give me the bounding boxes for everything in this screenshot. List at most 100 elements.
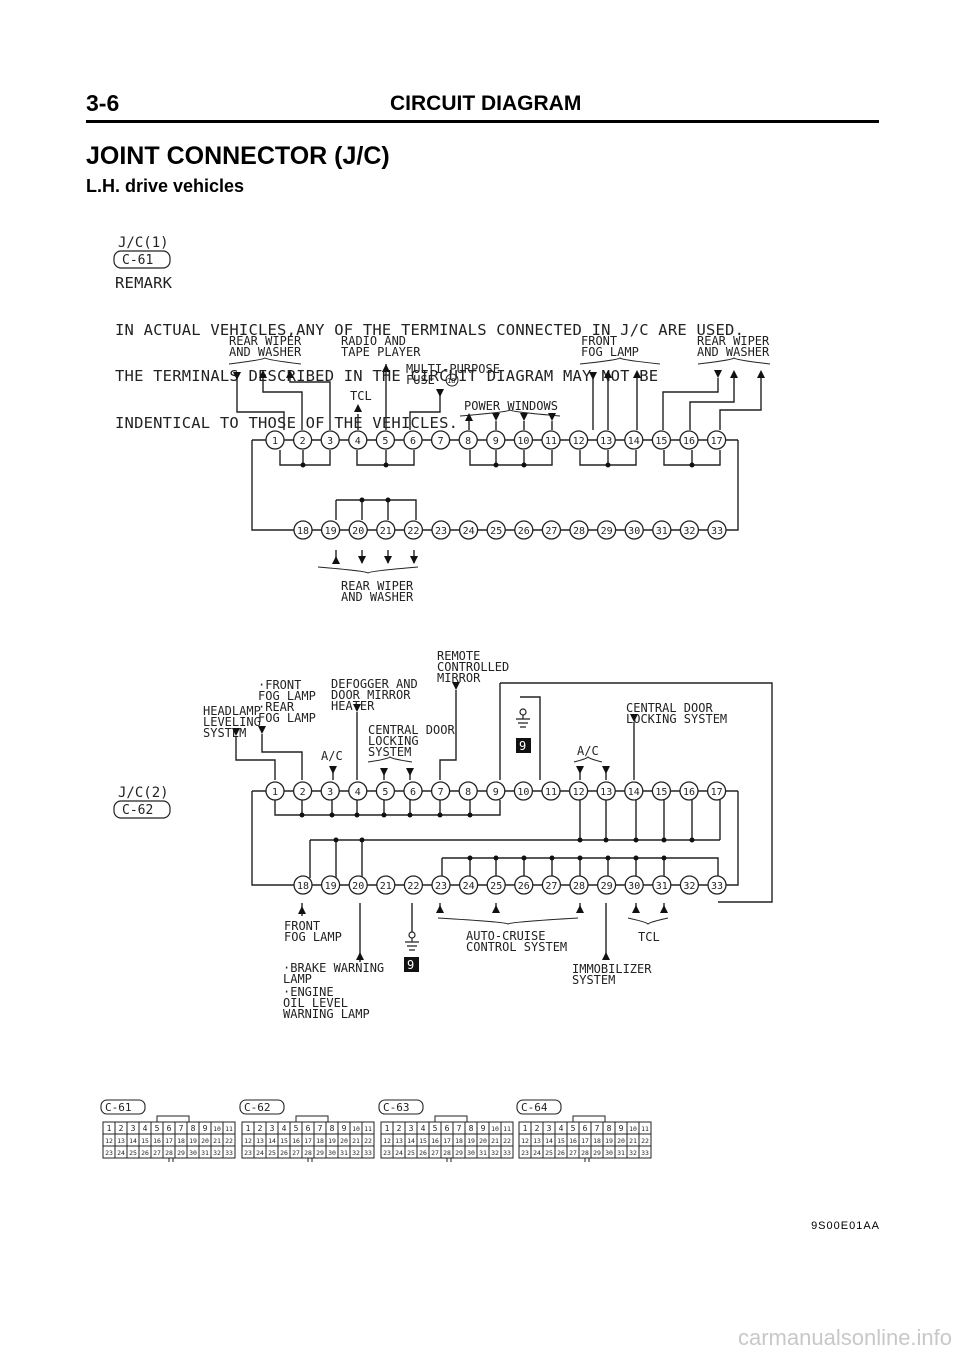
arrow-up-icon (604, 370, 612, 378)
terminal-pin (541, 520, 562, 540)
connector-pin-number: 17 (165, 1137, 173, 1145)
connector-pin-number: 15 (280, 1137, 288, 1145)
connector-pin-number: 14 (129, 1137, 137, 1145)
connector-pin-number: 30 (328, 1149, 336, 1157)
terminal-pin-number: 14 (628, 787, 640, 798)
terminal-pin-number: 25 (490, 881, 502, 892)
connector-pin-number: 4 (143, 1124, 148, 1133)
jc1-connector: C-61 (122, 253, 153, 268)
connector-pin-number: 19 (328, 1137, 336, 1145)
label-remote-mirror: CONTROLLED (437, 660, 509, 674)
terminal-pin (431, 520, 451, 540)
connector-pin-number: 30 (467, 1149, 475, 1157)
connector-pin-number: 23 (521, 1149, 529, 1157)
terminal-pin-number: 24 (463, 526, 475, 537)
terminal-pin (486, 781, 506, 801)
connector-pin-number: 10 (352, 1125, 360, 1133)
connector-pin-number: 10 (629, 1125, 637, 1133)
connector-pin-number: 16 (292, 1137, 300, 1145)
label-fog: ·FRONT (258, 678, 301, 692)
terminal-pin (624, 430, 644, 450)
connector-pin-number: 26 (141, 1149, 149, 1157)
label-auto-cruise: AUTO-CRUISE (466, 929, 545, 943)
terminal-pin-number: 10 (517, 436, 529, 447)
terminal-pin (348, 520, 368, 540)
terminal-pin-number: 25 (490, 526, 502, 537)
label-brake-warning: WARNING LAMP (283, 1007, 370, 1021)
terminal-pin (430, 430, 451, 450)
label-front-fog: FRONT (581, 334, 617, 348)
connector-cell (222, 1145, 236, 1159)
terminal-pin-number: 23 (435, 526, 447, 537)
terminal-pin (679, 875, 700, 895)
connector-badge (113, 250, 171, 269)
connector-pin-number: 9 (619, 1124, 624, 1133)
connector-pin-number: 21 (491, 1137, 499, 1145)
terminal-pin-number: 17 (711, 787, 723, 798)
header-rule (86, 120, 879, 123)
terminal-pin-number: 23 (435, 881, 447, 892)
terminal-pin-number: 2 (300, 436, 306, 447)
connector-pin-number: 15 (557, 1137, 565, 1145)
label-power-windows: POWER WINDOWS (464, 399, 558, 413)
terminal-pin-number: 28 (573, 526, 585, 537)
connector-pin-number: 6 (445, 1124, 450, 1133)
connector-pin-number: 2 (258, 1124, 263, 1133)
connector-block-label: C-64 (521, 1101, 548, 1114)
terminal-pin-number: 3 (327, 787, 333, 798)
ground-icon (516, 708, 530, 728)
connector-pin-number: 26 (280, 1149, 288, 1157)
arrow-down-icon (576, 766, 584, 774)
terminal-pin (458, 430, 478, 450)
terminal-pin-number: 17 (711, 436, 723, 447)
arrow-down-icon (630, 714, 638, 722)
label-fog: ·REAR (258, 700, 295, 714)
remark-block: REMARK IN ACTUAL VEHICLES,ANY OF THE TER… (115, 245, 744, 462)
terminal-pin (403, 781, 423, 801)
terminal-pin-number: 8 (465, 436, 471, 447)
connector-pin-number: 3 (409, 1124, 414, 1133)
label-immobilizer: IMMOBILIZER (572, 962, 652, 976)
label-central-door: CENTRAL DOOR (368, 723, 455, 737)
label-central-door-right: LOCKING SYSTEM (626, 712, 727, 726)
connector-pin-number: 3 (131, 1124, 136, 1133)
connector-pin-number: 33 (641, 1149, 649, 1157)
connector-pin-number: 14 (407, 1137, 415, 1145)
connector-pin-number: 6 (583, 1124, 588, 1133)
arrow-up-icon (298, 906, 306, 914)
terminal-pin-number: 12 (573, 787, 585, 798)
arrow-down-icon (232, 728, 240, 736)
connector-pin-number: 20 (479, 1137, 487, 1145)
terminal-pin (541, 781, 561, 801)
wire-arrows (232, 364, 765, 960)
terminal-pin-number: 22 (407, 526, 419, 537)
arrow-up-icon (465, 413, 473, 421)
terminal-pin (706, 781, 727, 801)
label-ac: A/C (321, 749, 343, 763)
connector-pin-number: 21 (629, 1137, 637, 1145)
terminal-pin (596, 875, 617, 895)
fuse-number: 18 (447, 377, 455, 385)
connector-pin-number: 15 (419, 1137, 427, 1145)
connector-pin-number: 13 (256, 1137, 264, 1145)
connector-badge (239, 1099, 285, 1115)
section-title: CIRCUIT DIAGRAM (390, 92, 582, 115)
terminal-pin (348, 430, 368, 450)
connector-pin-number: 29 (593, 1149, 601, 1157)
label-radio: TAPE PLAYER (341, 345, 421, 359)
terminal-pin (706, 430, 727, 450)
connector-pin-number: 12 (105, 1137, 113, 1145)
terminal-pin-number: 29 (601, 881, 613, 892)
arrow-up-icon (286, 370, 294, 378)
terminal-pin (569, 875, 589, 895)
connector-block-label: C-63 (383, 1101, 410, 1114)
terminal-pin-number: 15 (655, 436, 667, 447)
connector-pin-number: 9 (203, 1124, 208, 1133)
terminal-pin-number: 1 (272, 787, 278, 798)
connector-pin-number: 6 (306, 1124, 311, 1133)
terminal-pin (651, 781, 672, 801)
connector-pin-number: 19 (605, 1137, 613, 1145)
terminal-pin-number: 27 (545, 881, 557, 892)
connector-pin-number: 8 (607, 1124, 612, 1133)
